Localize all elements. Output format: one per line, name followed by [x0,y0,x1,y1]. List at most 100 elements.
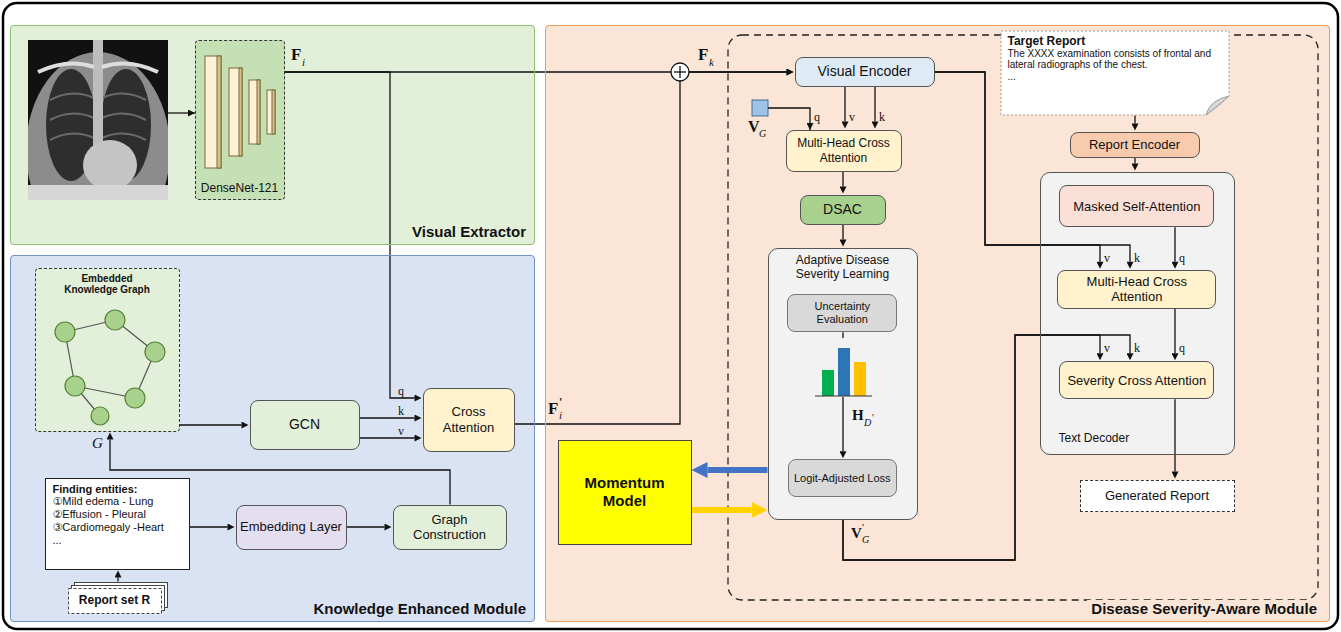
layout-shape [822,370,834,396]
process-box: GCN [250,400,360,450]
math-symbol: k [879,111,885,123]
box-fill [35,268,180,432]
chest-xray [28,40,168,200]
math-symbol: ' [559,396,562,408]
block-body: ③Cardiomegaly -Heart [53,521,182,534]
panel-title: Visual Extractor [412,223,526,241]
layout-shape [28,185,168,200]
encoder-box: Visual Encoder [795,57,935,87]
node-label: Visual Encoder [818,63,912,80]
block-body: The XXXX examination consists of frontal… [1008,48,1218,72]
node-label: Report set R [79,593,150,607]
graph-box: Embedded Knowledge Graph [35,268,180,432]
layout-shape [815,396,872,397]
node-label: Uncertainty Evaluation [791,300,893,326]
math-symbol: v [398,425,404,437]
panel-title: Disease Severity-Aware Module [1087,600,1321,618]
layout-shape [267,90,275,134]
math-symbol: q [1179,342,1185,354]
layout-shape [671,63,689,81]
math-symbol: V [748,119,760,135]
node-label: Multi-Head Cross Attention [790,136,898,164]
node-label: DenseNet-121 [201,181,278,195]
node-label: Logit-Adjusted Loss [794,472,891,485]
layout-shape [65,376,85,396]
math-symbol: v [849,111,855,123]
box-fill [1040,172,1235,455]
query-arrow [768,108,810,130]
histogram [812,338,874,397]
layout-shape [217,56,221,168]
report-document: Target ReportThe XXXX examination consis… [1000,30,1230,116]
node-label: Embedded Knowledge Graph [57,273,157,297]
panel-fill [10,255,535,622]
flow-arrow [360,417,415,418]
attention-box: Multi-Head Cross Attention [1057,270,1216,309]
layout-shape [205,56,221,168]
math-symbol: q [814,111,820,123]
math-symbol: v [1104,342,1110,354]
node-label: Graph Construction [397,512,503,543]
backbone-box: DenseNet-121 [195,40,285,200]
entity-list: Finding entities:①Mild edema - Lung②Effu… [45,478,190,570]
math-symbol: F [548,400,558,417]
document-page [1001,31,1229,115]
panel-title: Knowledge Enhanced Module [313,600,526,618]
node-label: Adaptive Disease Severity Learning [780,253,905,281]
layout-shape [145,342,165,362]
flow-arrow [347,526,385,527]
math-symbol: q [398,385,404,397]
flow-arrow [515,72,787,424]
panel-fill [545,25,1330,622]
layout-shape [83,140,137,190]
layout-shape [679,66,680,78]
block-body: ... [1008,71,1218,83]
decoder-box: Text DecoderMasked Self-AttentionMulti-H… [1040,172,1235,455]
flow-arrow [360,437,415,438]
layout-shape [125,388,145,408]
node-label: DSAC [823,201,862,218]
process-box: Graph Construction [393,505,507,550]
attention-box: Masked Self-Attention [1059,185,1214,227]
module-panel: Disease Severity-Aware Module Visual Enco… [545,25,1330,622]
math-symbol: ' [862,522,864,533]
math-symbol: V [851,526,862,541]
module-panel: Knowledge Enhanced Module Embedded Knowle… [10,255,535,622]
math-symbol: k [1134,252,1140,264]
process-box: Logit-Adjusted Loss [788,459,897,497]
math-symbol: k [1134,342,1140,354]
densenet-layers [205,56,275,168]
attention-box: Severity Cross Attention [1059,361,1214,399]
math-symbol: i [302,57,305,68]
learning-box: Adaptive Disease Severity LearningUncert… [768,248,918,520]
math-symbol: G [862,535,869,545]
process-box: DSAC [800,195,886,225]
node-label: Masked Self-Attention [1073,199,1200,214]
output-box: Generated Report [1080,480,1235,512]
flow-arrow [844,87,845,122]
layout-shape [838,348,850,396]
math-symbol: G [759,129,766,139]
node-label: Multi-Head Cross Attention [1061,274,1212,305]
flow-arrow [874,87,875,122]
block-body: ②Effusion - Pleural [53,508,182,521]
flow-arrow [285,72,415,398]
momentum-box: Momentum Model [558,440,692,545]
flow-arrow [117,578,118,582]
process-box: Embedding Layer [236,505,347,550]
flow-arrow [842,225,843,240]
flow-arrow [1134,116,1135,124]
node-label: Severity Cross Attention [1067,373,1206,388]
flow-arrow [190,526,228,527]
layout-shape [812,338,874,397]
attention-box: Cross Attention [423,388,515,452]
flow-arrow [180,424,242,425]
node-label: Momentum Model [562,474,688,509]
node-label: Cross Attention [427,404,511,435]
layout-shape [105,310,125,330]
layout-shape [257,80,260,144]
layout-shape [38,63,158,72]
node-label: Embedding Layer [240,519,342,534]
